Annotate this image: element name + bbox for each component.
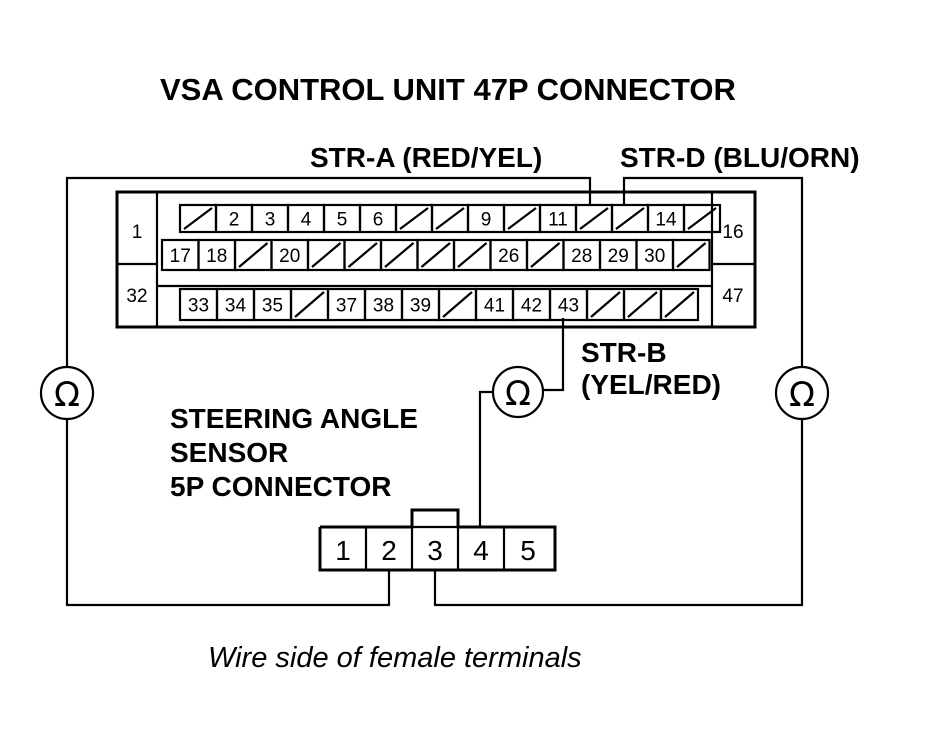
pin-47: 47 [722, 286, 743, 307]
diagram-title: VSA CONTROL UNIT 47P CONNECTOR [160, 72, 736, 107]
pin-30: 30 [644, 246, 665, 267]
pin-3: 3 [265, 210, 276, 231]
sensor-label-line2: SENSOR [170, 437, 288, 468]
unused-terminal-slash [530, 242, 561, 268]
unused-terminal-slash [435, 207, 465, 230]
ohmmeter-right: Ω [774, 365, 830, 421]
connector-47p-row-2: 17 18 20 26 28 29 30 [160, 238, 711, 272]
wire-str-d [622, 176, 804, 368]
wire-sensor-pin-4 [478, 390, 494, 527]
pin-34: 34 [225, 296, 247, 317]
unused-terminal-slash [615, 207, 645, 230]
caption: Wire side of female terminals [208, 642, 582, 674]
pin-35: 35 [262, 296, 283, 317]
str-b-label: STR-B [581, 337, 667, 368]
connector-47p-cell [671, 238, 711, 272]
connector-47p-body [115, 190, 757, 329]
pin-33: 33 [188, 296, 209, 317]
ohmmeter-right-circle [774, 365, 830, 421]
pin-2: 2 [229, 210, 240, 231]
connector-47p-row-3: 33 34 35 37 38 39 41 42 43 [178, 287, 700, 322]
connector-47p-row-1: 2 3 4 5 6 9 11 14 [178, 203, 722, 234]
unused-terminal-slash [347, 242, 378, 268]
pin-42: 42 [521, 296, 542, 317]
pin-37: 37 [336, 296, 357, 317]
str-d-label: STR-D (BLU/ORN) [620, 142, 860, 173]
wire-str-b [543, 318, 565, 392]
sensor-pin-1: 1 [335, 535, 351, 566]
wire-sensor-pin-3 [433, 418, 804, 607]
unused-terminal-slash [590, 291, 621, 318]
sensor-label-line3: 5P CONNECTOR [170, 471, 391, 502]
pin-5: 5 [337, 210, 348, 231]
unused-terminal-slash [183, 207, 213, 230]
sensor-pin-4: 4 [473, 535, 489, 566]
unused-terminal-slash [384, 242, 415, 268]
pin-14: 14 [655, 210, 677, 231]
ohmmeter-middle: Ω [491, 365, 545, 419]
unused-terminal-slash [687, 207, 717, 230]
unused-terminal-slash [399, 207, 429, 230]
connector-47p-cell [659, 287, 700, 322]
wire-str-a [65, 176, 592, 368]
pin-28: 28 [571, 246, 592, 267]
pin-16: 16 [722, 222, 743, 243]
pin-29: 29 [608, 246, 629, 267]
ohmmeter-left: Ω [39, 365, 95, 421]
pin-41: 41 [484, 296, 505, 317]
pin-43: 43 [558, 296, 579, 317]
ohmmeter-middle-circle [491, 365, 545, 419]
pin-6: 6 [373, 210, 384, 231]
connector-47p-cell [682, 203, 722, 234]
unused-terminal-slash [238, 242, 269, 268]
pin-32: 32 [126, 286, 147, 307]
unused-terminal-slash [676, 242, 707, 268]
sensor-pin-5: 5 [520, 535, 536, 566]
connector-5p: 1 2 3 4 5 [318, 508, 557, 572]
unused-terminal-slash [442, 291, 473, 318]
sensor-pin-2: 2 [381, 535, 397, 566]
unused-terminal-slash [294, 291, 325, 318]
unused-terminal-slash [420, 242, 451, 268]
unused-terminal-slash [311, 242, 342, 268]
wire-sensor-pin-2 [65, 418, 391, 607]
unused-terminal-slash [507, 207, 537, 230]
pin-38: 38 [373, 296, 394, 317]
sensor-pin-3: 3 [427, 535, 443, 566]
pin-26: 26 [498, 246, 519, 267]
unused-terminal-slash [457, 242, 488, 268]
pin-1: 1 [132, 222, 143, 243]
ohm-icon: Ω [505, 374, 531, 414]
unused-terminal-slash [627, 291, 658, 318]
sensor-label-line1: STEERING ANGLE [170, 403, 418, 434]
pin-18: 18 [206, 246, 227, 267]
pin-9: 9 [481, 210, 492, 231]
str-b-color-label: (YEL/RED) [581, 369, 721, 400]
unused-terminal-slash [579, 207, 609, 230]
pin-4: 4 [301, 210, 312, 231]
unused-terminal-slash [664, 291, 695, 318]
pin-17: 17 [170, 246, 191, 267]
pin-11: 11 [548, 210, 568, 231]
pin-20: 20 [279, 246, 300, 267]
str-a-label: STR-A (RED/YEL) [310, 142, 542, 173]
ohm-icon: Ω [789, 375, 815, 415]
ohmmeter-left-circle [39, 365, 95, 421]
ohm-icon: Ω [54, 375, 80, 415]
pin-39: 39 [410, 296, 431, 317]
